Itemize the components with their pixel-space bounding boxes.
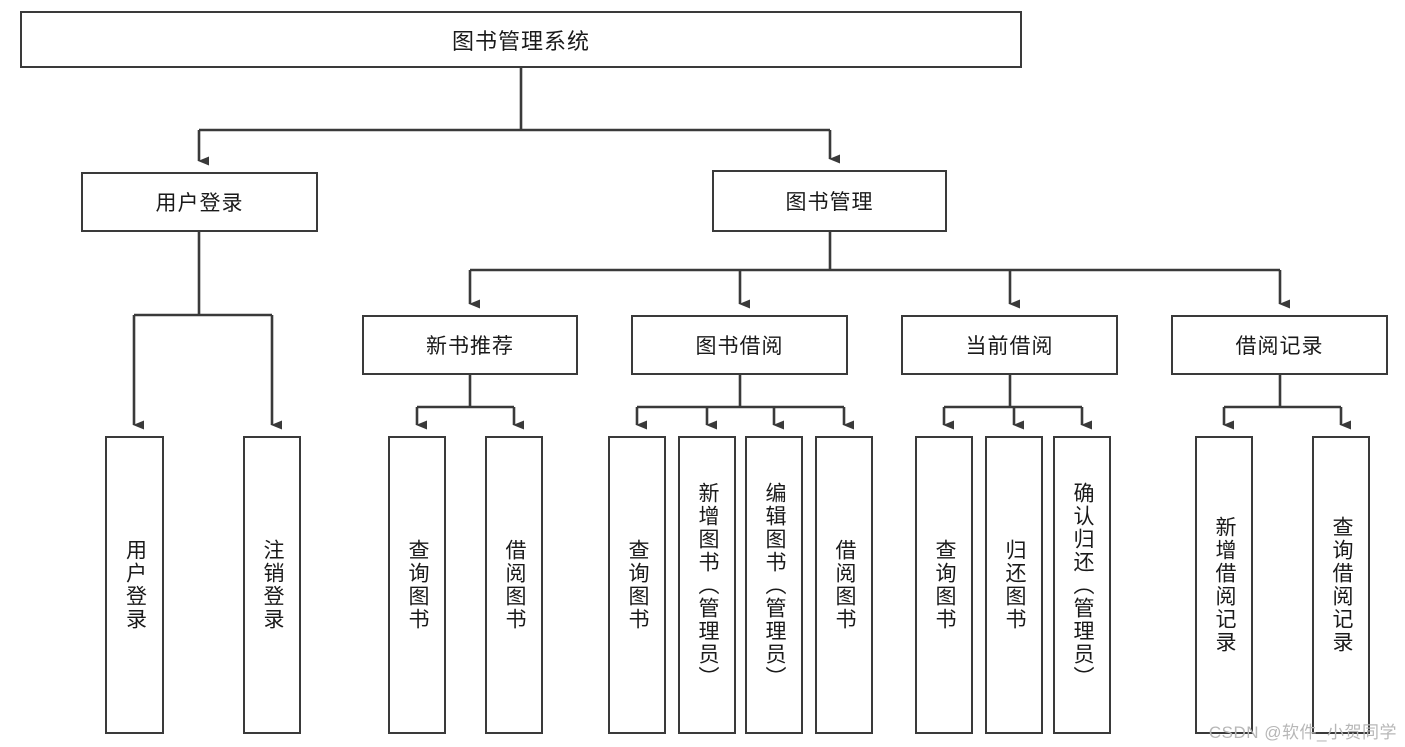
leaf-node-label: 新增图书（管理员） xyxy=(696,481,720,689)
node-new-book-recommend[interactable]: 新书推荐 xyxy=(362,315,578,375)
node-current-borrow-label: 当前借阅 xyxy=(965,335,1054,358)
node-user-login[interactable]: 用户登录 xyxy=(81,172,318,232)
leaf-node-label: 查询图书 xyxy=(406,539,430,631)
leaf-node-label: 借阅图书 xyxy=(833,539,857,631)
node-current-borrow[interactable]: 当前借阅 xyxy=(901,315,1118,375)
leaf-node-label: 确认归还（管理员） xyxy=(1071,481,1095,689)
node-borrow-record[interactable]: 借阅记录 xyxy=(1171,315,1388,375)
leaf-node[interactable]: 用户登录 xyxy=(105,436,164,734)
node-book-management-label: 图书管理 xyxy=(785,191,874,214)
leaf-node-label: 归还图书 xyxy=(1003,539,1027,631)
leaf-node-label: 查询图书 xyxy=(626,539,650,631)
leaf-node[interactable]: 查询图书 xyxy=(388,436,446,734)
node-book-borrow-label: 图书借阅 xyxy=(695,335,784,358)
node-root[interactable]: 图书管理系统 xyxy=(20,11,1022,68)
node-book-borrow[interactable]: 图书借阅 xyxy=(631,315,848,375)
leaf-node[interactable]: 新增图书（管理员） xyxy=(678,436,736,734)
leaf-node-label: 查询借阅记录 xyxy=(1330,516,1354,654)
leaf-node[interactable]: 借阅图书 xyxy=(485,436,543,734)
watermark: CSDN @软件_小贺同学 xyxy=(1208,723,1397,742)
leaf-node-label: 编辑图书（管理员） xyxy=(763,481,787,689)
node-root-label: 图书管理系统 xyxy=(451,28,590,54)
leaf-node-label: 新增借阅记录 xyxy=(1213,516,1237,654)
leaf-node[interactable]: 确认归还（管理员） xyxy=(1053,436,1111,734)
leaf-node[interactable]: 查询图书 xyxy=(915,436,973,734)
leaf-node[interactable]: 查询图书 xyxy=(608,436,666,734)
leaf-node-label: 查询图书 xyxy=(933,539,957,631)
leaf-node[interactable]: 编辑图书（管理员） xyxy=(745,436,803,734)
node-book-management[interactable]: 图书管理 xyxy=(712,170,947,232)
leaf-node[interactable]: 新增借阅记录 xyxy=(1195,436,1253,734)
leaf-node-label: 用户登录 xyxy=(123,539,147,631)
leaf-node[interactable]: 归还图书 xyxy=(985,436,1043,734)
leaf-node[interactable]: 借阅图书 xyxy=(815,436,873,734)
node-new-book-recommend-label: 新书推荐 xyxy=(426,335,514,358)
leaf-node-label: 注销登录 xyxy=(261,539,285,631)
leaf-node-label: 借阅图书 xyxy=(503,539,527,631)
leaf-node[interactable]: 查询借阅记录 xyxy=(1312,436,1370,734)
node-borrow-record-label: 借阅记录 xyxy=(1235,335,1324,358)
node-user-login-label: 用户登录 xyxy=(155,192,244,215)
leaf-node[interactable]: 注销登录 xyxy=(243,436,301,734)
